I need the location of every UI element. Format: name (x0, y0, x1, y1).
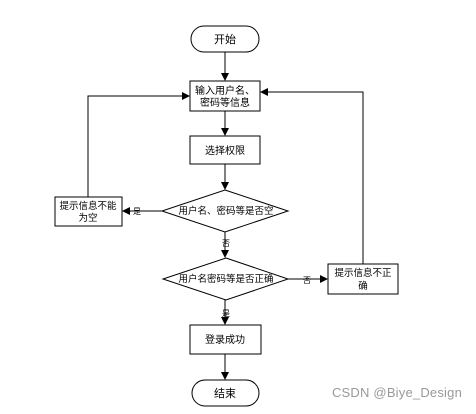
input-label-line2: 密码等信息 (200, 96, 250, 109)
incorrect-prompt-line2: 确 (358, 280, 368, 292)
empty-prompt-line1: 提示信息不能 (59, 200, 117, 212)
edge-label-empty-yes: 是 (133, 207, 141, 216)
correct-check-label: 用户名密码等是否正确 (178, 273, 273, 285)
incorrect-prompt-line1: 提示信息不正 (334, 267, 392, 279)
arrow-incorrect-prompt-to-input (260, 88, 364, 264)
select-permission-label: 选择权限 (205, 144, 245, 157)
select-permission-node: 选择权限 (189, 135, 261, 165)
end-label: 结束 (214, 387, 236, 400)
success-label: 登录成功 (205, 333, 245, 346)
start-node: 开始 (190, 25, 260, 53)
empty-prompt-line2: 为空 (78, 212, 97, 224)
edge-label-correct-no: 否 (303, 276, 311, 285)
incorrect-prompt-node: 提示信息不正 确 (327, 263, 399, 295)
start-label: 开始 (214, 32, 236, 46)
watermark: CSDN @Biye_Design (331, 385, 462, 400)
empty-prompt-node: 提示信息不能 为空 (54, 196, 123, 227)
edge-label-empty-no: 否 (222, 239, 230, 248)
end-node: 结束 (191, 379, 260, 407)
empty-check-label: 用户名、密码等是否空 (178, 205, 273, 217)
input-label-line1: 输入用户名、 (195, 84, 255, 97)
success-node: 登录成功 (189, 324, 262, 355)
arrow-empty-prompt-to-input (87, 92, 190, 197)
input-node: 输入用户名、 密码等信息 (189, 80, 261, 112)
edge-label-correct-yes: 是 (222, 309, 230, 318)
empty-check-decision: 用户名、密码等是否空 (160, 189, 290, 233)
correct-check-decision: 用户名密码等是否正确 (161, 257, 290, 301)
